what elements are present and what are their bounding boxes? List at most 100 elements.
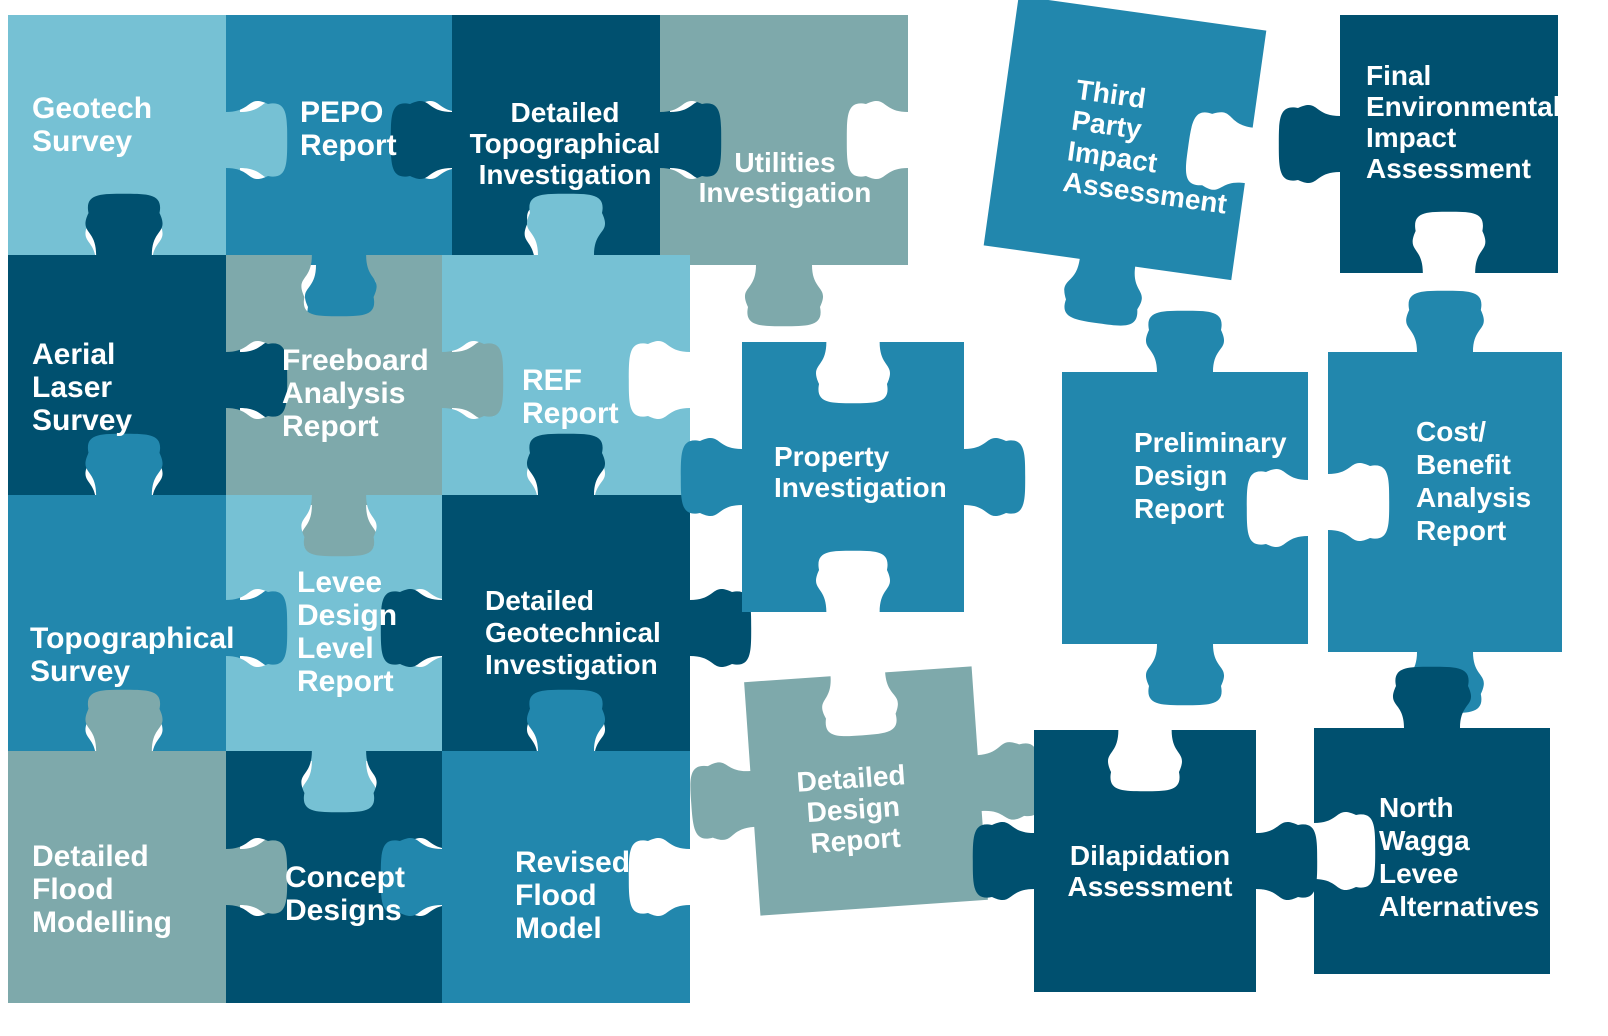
piece-shape-final-environmental-impact-assessment [1278,15,1558,273]
piece-label-line: Geotech [32,92,152,125]
piece-shape-pepo-report [226,15,462,327]
piece-label-line: Investigation [774,472,947,503]
piece-shape-preliminary-design-report [1062,310,1308,706]
piece-label-line: Utilities [734,147,835,178]
piece-label-line: Revised [515,846,630,879]
piece-label-line: Survey [30,655,130,688]
puzzle-piece-utilities-investigation [660,15,908,327]
piece-label-line: Wagga [1379,825,1470,856]
piece-label-line: North [1379,792,1454,823]
piece-label-line: Report [297,665,394,698]
piece-label-line: Detailed [796,759,907,798]
piece-label-line: Concept [285,861,405,894]
piece-shape-property-investigation [680,342,1026,612]
puzzle-piece-detailed-design-report [690,666,1042,916]
puzzle-piece-concept-designs [226,751,452,1003]
piece-layer [8,0,1562,1003]
piece-shape-ref-report [442,193,690,506]
puzzle-piece-cost-benefit-analysis-report [1328,290,1562,714]
piece-label-line: Levee [1379,858,1458,889]
piece-shape-levee-design-level-report [226,495,452,823]
piece-label-line: Investigation [485,649,658,680]
puzzle-piece-freeboard-analysis-report [226,255,514,567]
piece-label-line: Cost/ [1416,416,1486,447]
piece-label-line: Laser [32,371,112,404]
piece-shape-concept-designs [226,751,452,1003]
piece-shape-dilapidation-assessment [972,730,1318,992]
puzzle-piece-ref-report [442,193,690,506]
piece-label-line: Level [297,632,374,665]
piece-label-line: Freeboard [282,344,429,377]
piece-label-line: Report [1416,515,1506,546]
piece-shape-detailed-design-report [690,666,1042,916]
piece-shape-north-wagga-levee-alternatives [1314,666,1550,974]
puzzle-piece-property-investigation [680,342,1026,612]
piece-label-line: Report [1134,493,1224,524]
puzzle-piece-preliminary-design-report [1062,310,1308,706]
puzzle-piece-dilapidation-assessment [972,730,1318,992]
piece-label-line: Benefit [1416,449,1511,480]
piece-label-line: Design [297,599,397,632]
piece-label-line: Impact [1366,122,1456,153]
piece-label-line: Designs [285,894,402,927]
piece-label-line: Design [1134,460,1227,491]
piece-label-line: Investigation [479,159,652,190]
piece-shape-detailed-geotechnical-investigation [380,433,752,761]
puzzle-piece-final-environmental-impact-assessment [1278,15,1558,273]
piece-label-line: Geotechnical [485,617,661,648]
piece-label-line: Topographical [470,128,661,159]
piece-label-line: Levee [297,566,382,599]
piece-shape-revised-flood-model [380,689,690,1003]
piece-label-line: Preliminary [1134,427,1287,458]
piece-label-line: Property [774,441,890,472]
piece-label-line: REF [522,364,582,397]
puzzle-piece-detailed-geotechnical-investigation [380,433,752,761]
piece-label-line: Investigation [699,177,872,208]
piece-label-line: Assessment [1068,871,1233,902]
piece-label-line: Analysis [282,377,405,410]
piece-label-line: Detailed [485,585,594,616]
piece-label-line: Survey [32,125,132,158]
puzzle-piece-north-wagga-levee-alternatives [1314,666,1550,974]
piece-label-line: Modelling [32,906,172,939]
piece-label-line: Aerial [32,338,115,371]
piece-shape-detailed-topographical-investigation [390,15,732,265]
piece-label-line: Assessment [1366,153,1531,184]
piece-label-line: Detailed [32,840,149,873]
piece-label-line: Report [282,410,379,443]
piece-label-line: Flood [515,879,597,912]
piece-label-line: Dilapidation [1070,840,1230,871]
piece-label-line: Alternatives [1379,891,1539,922]
label-layer: GeotechSurveyPEPOReportDetailedTopograph… [30,60,1560,945]
piece-label-line: Report [809,822,901,859]
piece-shape-cost-benefit-analysis-report [1328,290,1562,714]
piece-label-line: Report [522,397,619,430]
piece-label-line: Topographical [30,622,234,655]
piece-label-line: PEPO [300,96,383,129]
puzzle-piece-revised-flood-model [380,689,690,1003]
piece-label-line: Model [515,912,602,945]
puzzle-piece-third-party-impact-assessment [983,0,1267,326]
puzzle-piece-pepo-report [226,15,462,327]
puzzle-piece-detailed-topographical-investigation [390,15,732,265]
